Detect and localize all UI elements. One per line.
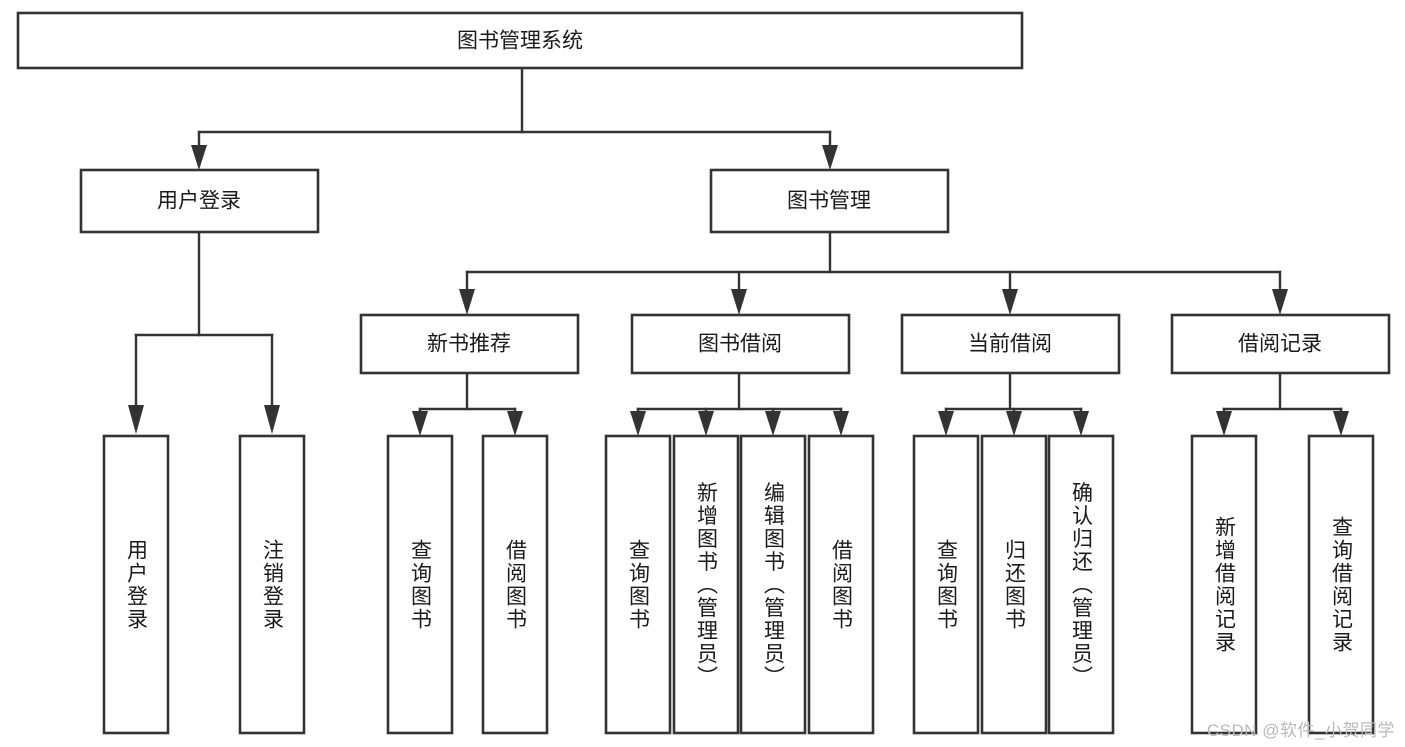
leaf-borrow-add-box[interactable] bbox=[672, 434, 740, 735]
connector-group-new-book bbox=[412, 371, 523, 436]
node-book-borrow[interactable]: 图书借阅 bbox=[630, 313, 851, 375]
connector-group-user-login bbox=[128, 230, 280, 434]
arrow-head-new-book-leaf-1 bbox=[412, 411, 428, 436]
leaf-newbook-borrow-box[interactable] bbox=[481, 434, 549, 735]
leaf-borrow-do-label: 借阅图书 bbox=[830, 539, 854, 631]
arrow-head-current-borrow bbox=[1002, 289, 1018, 315]
node-user-login-label: 用户登录 bbox=[157, 190, 241, 213]
leaf-node[interactable]: 查询图书 bbox=[386, 434, 454, 735]
leaf-borrow-add-label: 新增图书（管理员） bbox=[695, 482, 719, 689]
arrow-head-borrow-record-leaf-1 bbox=[1216, 411, 1232, 436]
leaf-record-query-box[interactable] bbox=[1307, 434, 1375, 735]
leaf-record-add-box[interactable] bbox=[1190, 434, 1258, 735]
arrow-head-borrow-record-leaf-2 bbox=[1333, 411, 1349, 436]
leaf-borrow-edit-label: 编辑图书（管理员） bbox=[762, 482, 786, 689]
leaf-borrow-edit-box[interactable] bbox=[739, 434, 807, 735]
leaf-node[interactable]: 确认归还（管理员） bbox=[1047, 434, 1115, 735]
leaf-current-confirm-label: 确认归还（管理员） bbox=[1070, 482, 1094, 689]
leaf-current-confirm-box[interactable] bbox=[1047, 434, 1115, 735]
node-current-borrow[interactable]: 当前借阅 bbox=[900, 313, 1121, 375]
node-user-login-box[interactable] bbox=[79, 168, 320, 234]
arrow-head-new-book bbox=[459, 289, 475, 315]
leaf-node[interactable]: 查询借阅记录 bbox=[1307, 434, 1375, 735]
arrow-head-user-login-leaf-2 bbox=[264, 405, 280, 434]
node-current-borrow-box[interactable] bbox=[900, 313, 1121, 375]
connector-group-book-borrow bbox=[630, 371, 849, 436]
leaf-current-return-label: 归还图书 bbox=[1003, 539, 1027, 631]
connector-group-current-borrow bbox=[938, 371, 1089, 436]
arrow-head-book-borrow-leaf-3 bbox=[765, 411, 781, 436]
node-new-book-recommend[interactable]: 新书推荐 bbox=[359, 313, 580, 375]
connector-group-borrow-record bbox=[1216, 371, 1349, 436]
arrow-head-current-borrow-leaf-1 bbox=[938, 411, 954, 436]
leaf-newbook-query-box[interactable] bbox=[386, 434, 454, 735]
arrow-head-book-mgmt bbox=[822, 145, 838, 170]
leaf-user-login-box[interactable] bbox=[102, 434, 170, 735]
leaf-node[interactable]: 用户登录 bbox=[102, 434, 170, 735]
arrow-head-user-login bbox=[191, 145, 207, 170]
node-root-label: 图书管理系统 bbox=[457, 30, 583, 53]
leaf-node[interactable]: 新增图书（管理员） bbox=[672, 434, 740, 735]
node-book-borrow-label: 图书借阅 bbox=[698, 333, 782, 356]
arrow-head-current-borrow-leaf-2 bbox=[1006, 411, 1022, 436]
leaf-user-login-label: 用户登录 bbox=[125, 539, 149, 631]
leaf-node[interactable]: 借阅图书 bbox=[481, 434, 549, 735]
node-current-borrow-label: 当前借阅 bbox=[968, 333, 1052, 356]
node-book-management-label: 图书管理 bbox=[787, 190, 871, 213]
arrow-head-book-borrow-leaf-1 bbox=[630, 411, 646, 436]
leaf-current-query-label: 查询图书 bbox=[935, 539, 959, 631]
arrow-head-book-borrow bbox=[731, 289, 747, 315]
arrow-head-book-borrow-leaf-2 bbox=[698, 411, 714, 436]
arrow-head-borrow-record bbox=[1272, 289, 1288, 315]
leaf-node[interactable]: 借阅图书 bbox=[807, 434, 875, 735]
arrow-head-new-book-leaf-2 bbox=[507, 411, 523, 436]
arrow-head-current-borrow-leaf-3 bbox=[1073, 411, 1089, 436]
leaf-node[interactable]: 查询图书 bbox=[604, 434, 672, 735]
leaf-record-add-label: 新增借阅记录 bbox=[1213, 516, 1237, 654]
leaf-node[interactable]: 注销登录 bbox=[238, 434, 306, 735]
node-borrow-record-box[interactable] bbox=[1170, 313, 1391, 375]
node-new-book-recommend-label: 新书推荐 bbox=[427, 333, 511, 356]
arrow-head-user-login-leaf-1 bbox=[128, 405, 144, 434]
node-root[interactable]: 图书管理系统 bbox=[16, 11, 1024, 70]
node-borrow-record-label: 借阅记录 bbox=[1238, 333, 1322, 356]
node-book-management[interactable]: 图书管理 bbox=[709, 168, 950, 234]
leaf-node[interactable]: 查询图书 bbox=[912, 434, 980, 735]
connector-group-root bbox=[191, 66, 838, 170]
node-book-management-box[interactable] bbox=[709, 168, 950, 234]
leaf-record-query-label: 查询借阅记录 bbox=[1330, 516, 1354, 654]
leaf-logout-box[interactable] bbox=[238, 434, 306, 735]
node-new-book-recommend-box[interactable] bbox=[359, 313, 580, 375]
node-root-box[interactable] bbox=[16, 11, 1024, 70]
leaf-newbook-borrow-label: 借阅图书 bbox=[504, 539, 528, 631]
leaf-node[interactable]: 编辑图书（管理员） bbox=[739, 434, 807, 735]
leaf-borrow-query-label: 查询图书 bbox=[627, 539, 651, 631]
leaf-node[interactable]: 新增借阅记录 bbox=[1190, 434, 1258, 735]
node-user-login[interactable]: 用户登录 bbox=[79, 168, 320, 234]
leaf-logout-label: 注销登录 bbox=[261, 539, 285, 631]
leaf-current-query-box[interactable] bbox=[912, 434, 980, 735]
node-borrow-record[interactable]: 借阅记录 bbox=[1170, 313, 1391, 375]
node-book-borrow-box[interactable] bbox=[630, 313, 851, 375]
leaf-newbook-query-label: 查询图书 bbox=[409, 539, 433, 631]
leaf-current-return-box[interactable] bbox=[980, 434, 1048, 735]
leaf-borrow-query-box[interactable] bbox=[604, 434, 672, 735]
connector-group-book-mgmt bbox=[459, 230, 1288, 315]
arrow-head-book-borrow-leaf-4 bbox=[833, 411, 849, 436]
leaf-borrow-do-box[interactable] bbox=[807, 434, 875, 735]
leaf-node[interactable]: 归还图书 bbox=[980, 434, 1048, 735]
